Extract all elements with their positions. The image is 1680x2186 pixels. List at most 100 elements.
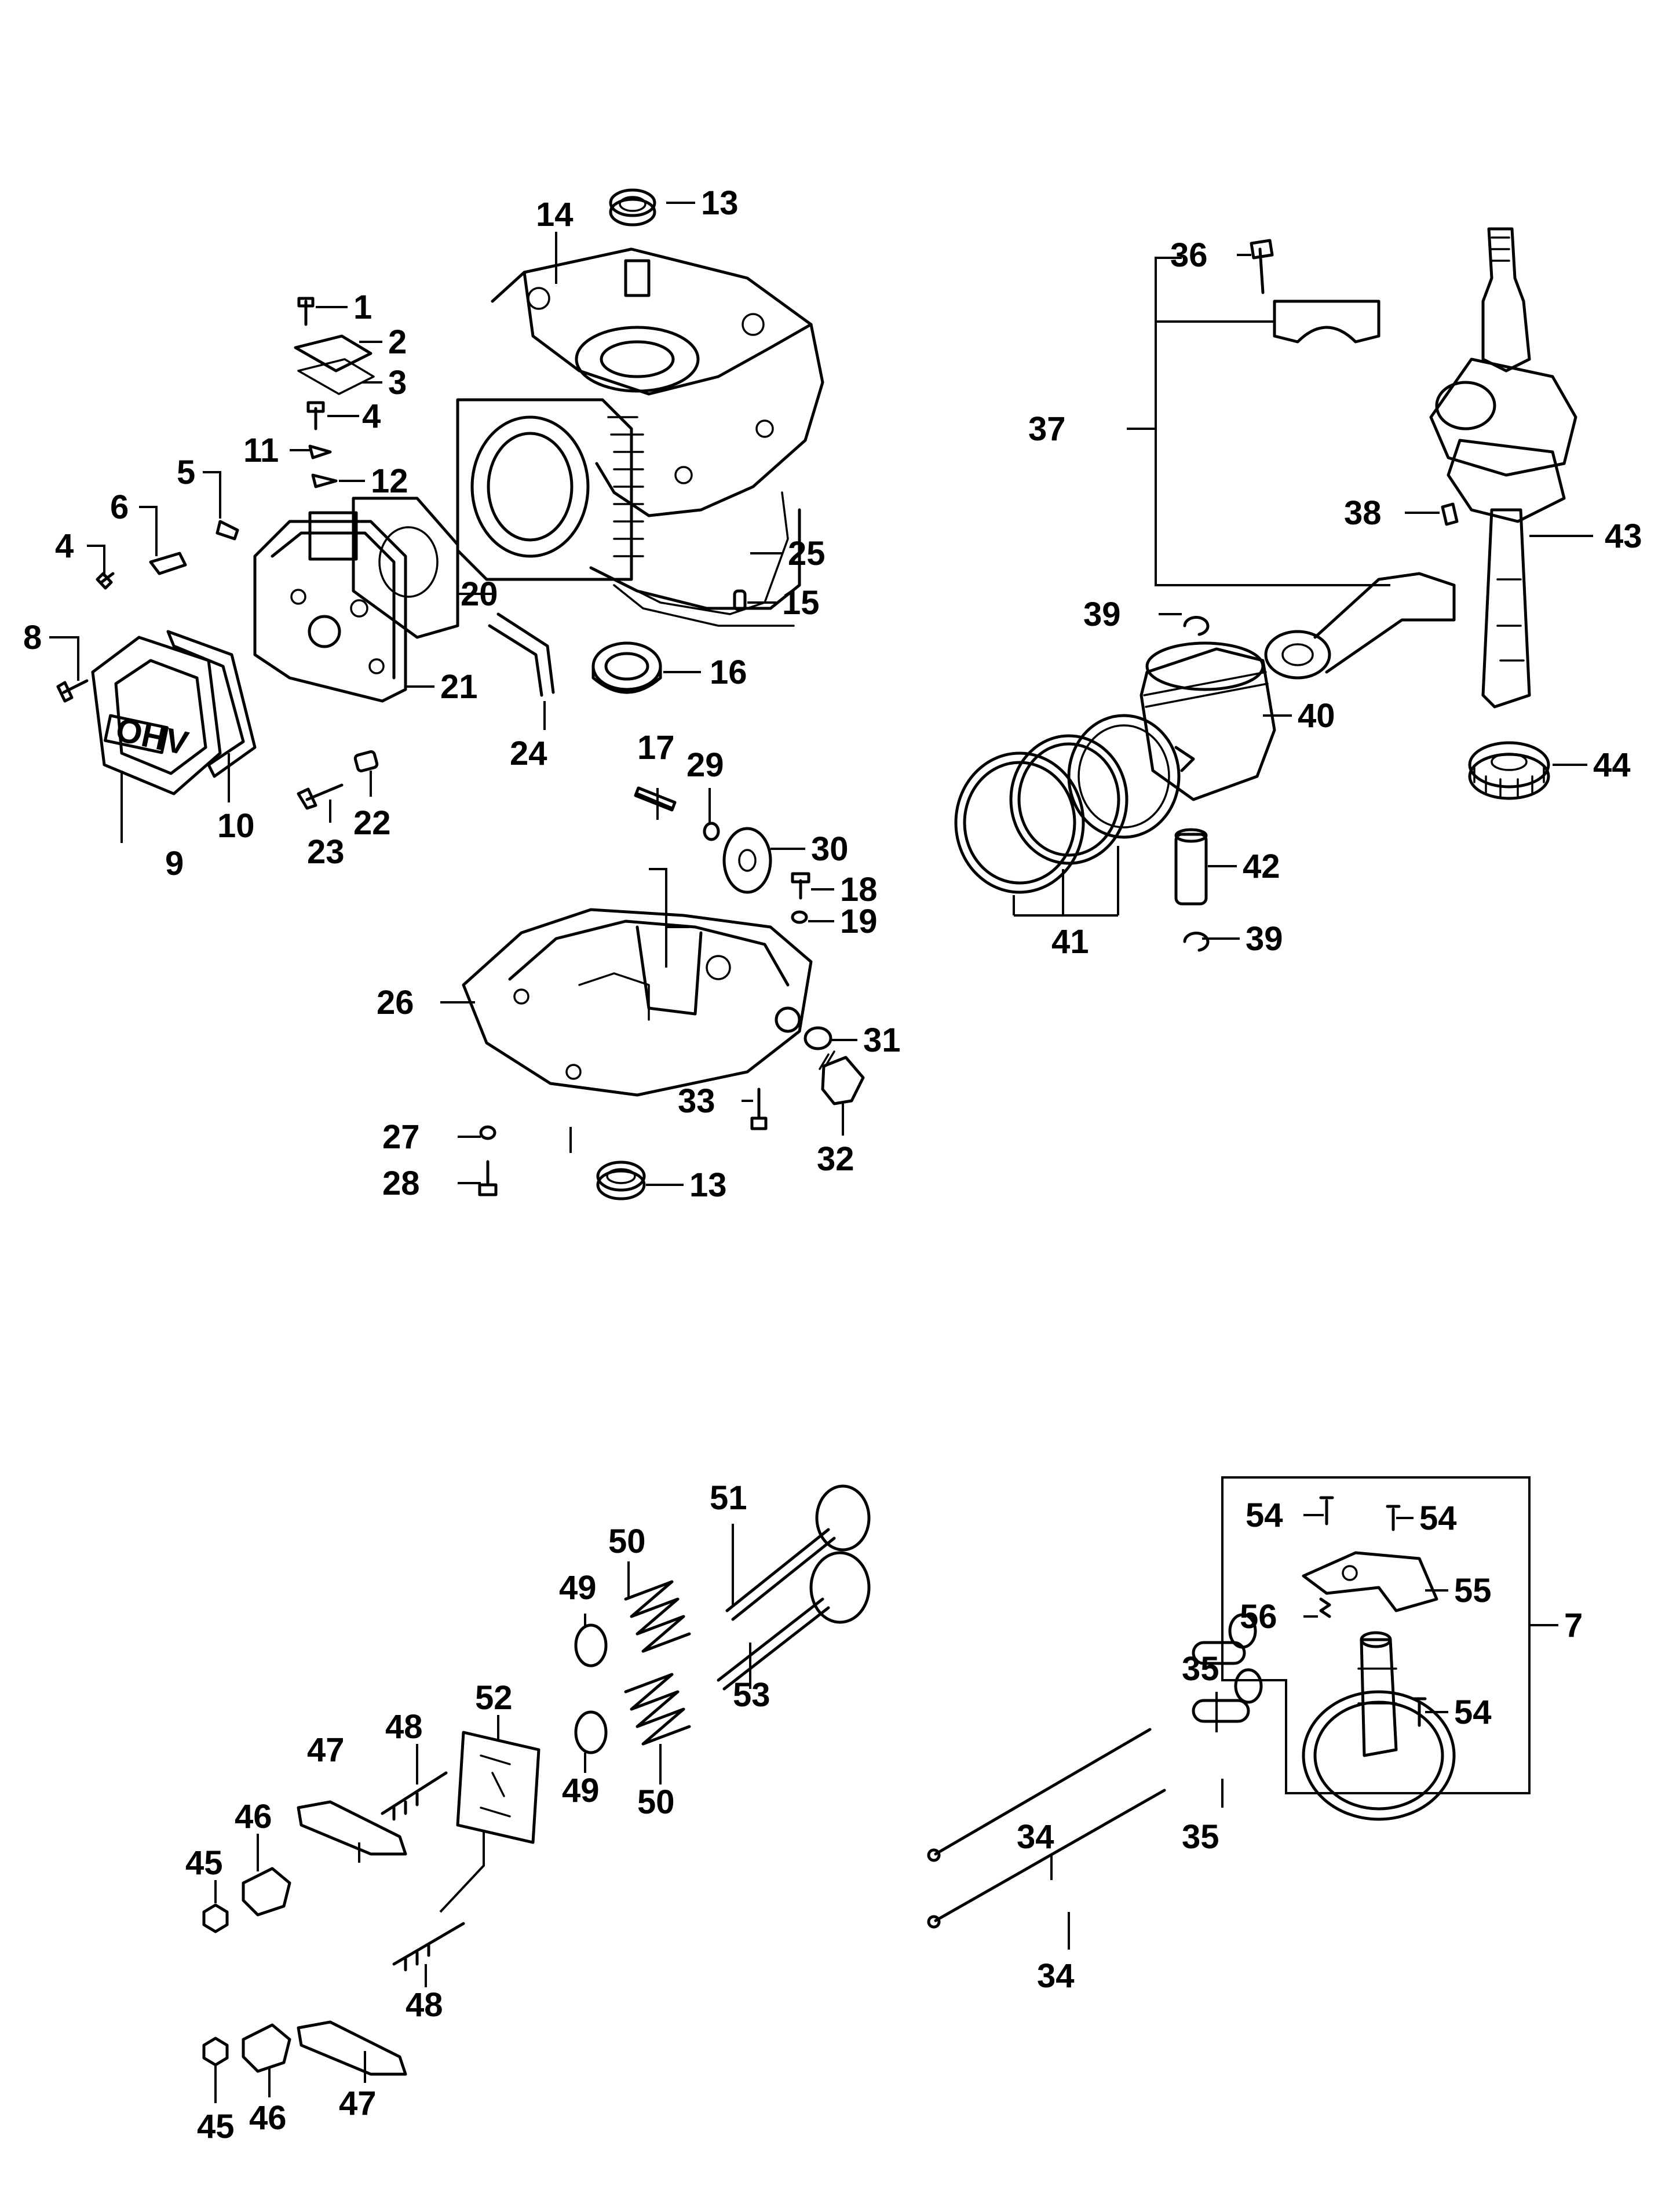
- callout-4-upper: 4: [362, 397, 381, 435]
- leader-lines: [49, 202, 1593, 2103]
- callout-48-upper: 48: [385, 1708, 423, 1746]
- crankcase-gasket: [613, 491, 789, 615]
- callout-37: 37: [1028, 410, 1066, 448]
- rivet-3: [1412, 1697, 1427, 1727]
- exhaust-valve: [725, 1484, 871, 1621]
- callout-47-upper: 47: [307, 1731, 345, 1769]
- callout-34-upper: 34: [1017, 1818, 1054, 1856]
- callout-18: 18: [840, 871, 878, 908]
- callout-33: 33: [678, 1082, 715, 1120]
- wrist-pin: [1174, 828, 1208, 906]
- callout-9: 9: [165, 845, 184, 882]
- spring-56: [1319, 1597, 1331, 1618]
- circlip-bottom: [1183, 932, 1210, 952]
- callout-7: 7: [1564, 1607, 1583, 1644]
- bolt-23: [297, 783, 344, 810]
- valve-spring-lower: [624, 1673, 691, 1746]
- valve-cover: OHV: [91, 636, 222, 795]
- rocker-pivot-lower: [242, 2023, 291, 2073]
- clip-11: [308, 444, 332, 459]
- valve-spring-upper: [624, 1580, 691, 1653]
- callout-13-top: 13: [701, 184, 739, 222]
- dowel-pin: [733, 589, 747, 611]
- camshaft-assembly-box: [1221, 1476, 1531, 1794]
- callout-52: 52: [475, 1679, 513, 1717]
- callout-17: 17: [637, 729, 675, 767]
- bolt-4: [306, 401, 325, 430]
- callout-51: 51: [710, 1479, 747, 1517]
- callout-4-left: 4: [55, 527, 74, 565]
- callout-38: 38: [1344, 494, 1382, 532]
- callout-54-lower: 54: [1454, 1694, 1492, 1731]
- callout-25: 25: [788, 535, 826, 572]
- callout-22: 22: [353, 804, 391, 842]
- rocker-arm-lower: [297, 2020, 407, 2076]
- callout-35-lower: 35: [1182, 1818, 1219, 1856]
- cylinder-head: [253, 511, 407, 703]
- nut-lower: [202, 2037, 229, 2067]
- crankshaft: [1429, 227, 1577, 709]
- bolt-8: [56, 679, 89, 703]
- callout-1: 1: [353, 289, 372, 326]
- push-rod-upper: [934, 1728, 1152, 1856]
- callout-19: 19: [840, 903, 878, 940]
- bolt-28: [478, 1160, 498, 1196]
- washer-27: [479, 1125, 496, 1140]
- callout-47-lower: 47: [339, 2085, 377, 2122]
- callout-45-lower: 45: [197, 2108, 235, 2145]
- bracket-5: [216, 520, 239, 541]
- callout-23: 23: [307, 833, 345, 871]
- oil-seal-bottom: [596, 1160, 646, 1200]
- rocker-stud-lower: [392, 1922, 465, 1972]
- callout-14: 14: [536, 196, 574, 233]
- bolt-18: [791, 872, 810, 900]
- callout-43: 43: [1605, 517, 1642, 555]
- callout-45-upper: 45: [185, 1844, 223, 1882]
- callout-39-lower: 39: [1246, 920, 1283, 958]
- callout-11: 11: [243, 432, 279, 469]
- pin-17: [634, 786, 677, 812]
- callout-42: 42: [1243, 848, 1280, 885]
- callout-32: 32: [817, 1140, 854, 1178]
- callout-20: 20: [461, 575, 498, 613]
- head-gasket: [352, 497, 459, 639]
- intake-valve: [717, 1551, 871, 1691]
- breather-plate: [294, 334, 372, 373]
- callout-35-upper: 35: [1182, 1650, 1219, 1688]
- governor-gear: [722, 827, 772, 894]
- callout-15: 15: [782, 584, 820, 622]
- callout-48-lower: 48: [406, 1986, 443, 2024]
- callout-49-lower: 49: [562, 1772, 600, 1809]
- callout-labels: 1 2 3 4 4 5 6 7 8 9 10 11 12 13 13 14 15…: [23, 184, 1642, 2145]
- cylinder-block: [456, 247, 824, 627]
- crankcase-cover: [462, 908, 813, 1097]
- push-rod-lower: [934, 1789, 1166, 1922]
- bolt-4-left: [96, 572, 115, 590]
- ball-bearing: [591, 641, 662, 694]
- callout-50-lower: 50: [637, 1783, 675, 1821]
- drain-plug: [819, 1050, 865, 1105]
- callout-34-lower: 34: [1037, 1957, 1075, 1995]
- callout-39-upper: 39: [1083, 596, 1121, 633]
- circlip-top: [1183, 616, 1210, 636]
- bracket-6: [149, 552, 187, 575]
- guide-plate: [456, 1731, 540, 1844]
- tappet-lower: [1192, 1668, 1263, 1723]
- callout-44: 44: [1593, 746, 1631, 784]
- rivet-1: [1319, 1496, 1334, 1526]
- callout-24: 24: [510, 735, 547, 772]
- callout-30: 30: [811, 830, 849, 868]
- callout-28: 28: [382, 1165, 420, 1202]
- callout-41: 41: [1051, 923, 1089, 961]
- callout-29: 29: [686, 746, 724, 784]
- spring-retainer-lower: [574, 1710, 608, 1754]
- callout-26: 26: [377, 984, 414, 1021]
- callout-10: 10: [217, 807, 255, 845]
- screw-1: [297, 297, 315, 326]
- washer-19: [791, 910, 808, 924]
- rod-cap: [1273, 300, 1380, 344]
- o-ring-31: [804, 1026, 832, 1050]
- callout-2: 2: [388, 323, 407, 361]
- bracket-37: [1155, 257, 1390, 586]
